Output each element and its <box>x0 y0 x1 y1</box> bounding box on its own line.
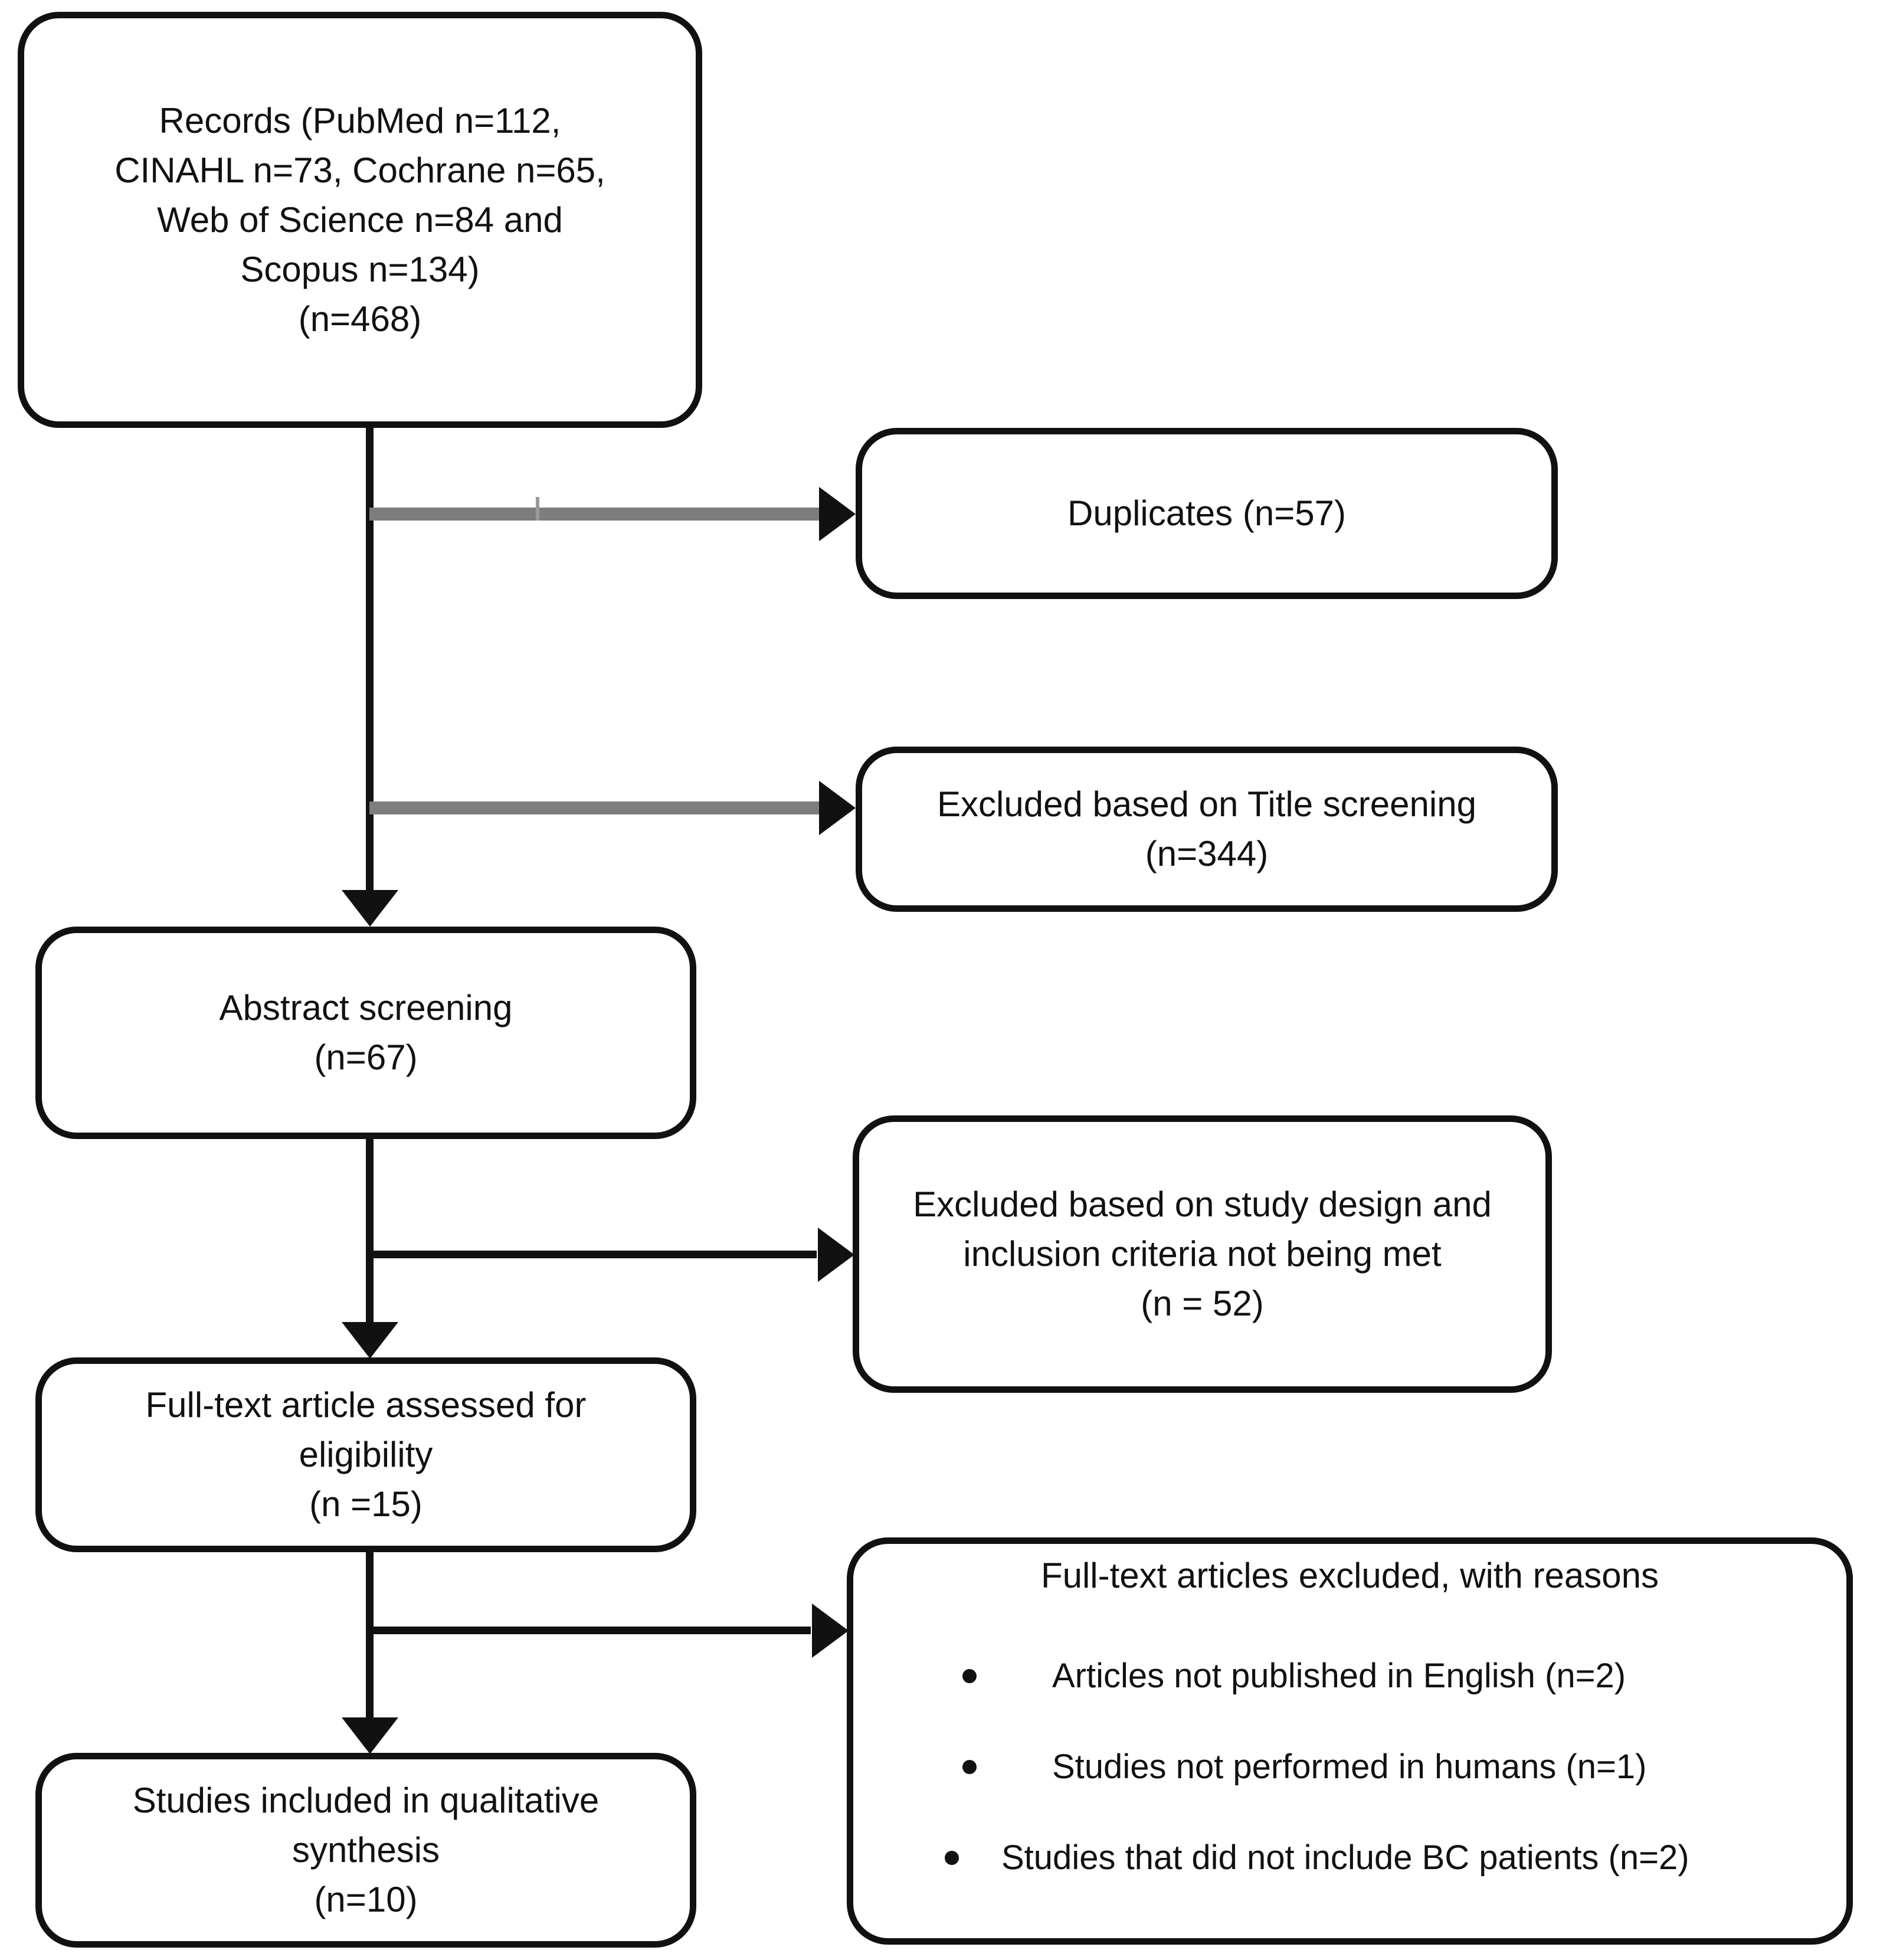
list-item: Studies that did not include BC patients… <box>945 1834 1689 1882</box>
connector-abstract-to-fulltext <box>366 1139 374 1325</box>
fulltext-excluded-bullet-list: Articles not published in English (n=2) … <box>853 1653 1846 1882</box>
arrow-to-fulltext-excluded <box>369 1627 811 1634</box>
fulltext-excluded-title: Full-text articles excluded, with reason… <box>1040 1556 1659 1595</box>
stray-tick-mark <box>536 497 539 521</box>
records-identified-box: Records (PubMed n=112, CINAHL n=73, Coch… <box>18 12 702 428</box>
included-box-line: (n=10) <box>314 1880 418 1919</box>
records-box-line: Records (PubMed n=112, <box>159 100 561 140</box>
title-excluded-box-line: (n=344) <box>1145 834 1269 873</box>
fulltext-box-line: Full-text article assessed for <box>145 1385 587 1425</box>
fulltext-box-line: (n =15) <box>309 1484 423 1524</box>
bullet-text: Studies not performed in humans (n=1) <box>1052 1748 1647 1786</box>
bullet-text: Studies that did not include BC patients… <box>1001 1838 1689 1877</box>
duplicates-box-line: Duplicates (n=57) <box>1067 493 1346 533</box>
arrowhead-right-icon <box>819 487 856 541</box>
arrow-to-design-excluded <box>369 1251 817 1258</box>
studies-included-box: Studies included in qualitative synthesi… <box>35 1753 696 1948</box>
abstract-screening-box: Abstract screening (n=67) <box>35 927 696 1139</box>
connector-records-to-abstract <box>366 428 374 894</box>
fulltext-box-line: eligibility <box>299 1435 433 1474</box>
fulltext-excluded-reasons-box: Full-text articles excluded, with reason… <box>847 1537 1853 1945</box>
list-item: Studies not performed in humans (n=1) <box>962 1743 1647 1791</box>
arrow-to-duplicates <box>369 508 820 521</box>
included-box-line: Studies included in qualitative <box>132 1781 600 1820</box>
arrowhead-right-icon <box>818 1228 854 1282</box>
records-box-line: Scopus n=134) <box>240 249 480 289</box>
fulltext-assessed-box: Full-text article assessed for eligibili… <box>35 1357 696 1552</box>
list-item: Articles not published in English (n=2) <box>962 1653 1626 1700</box>
records-box-line: Web of Science n=84 and <box>157 199 563 240</box>
included-box-line: synthesis <box>292 1830 440 1870</box>
records-box-line: CINAHL n=73, Cochrane n=65, <box>114 150 605 190</box>
arrowhead-down-icon <box>342 1322 398 1359</box>
title-excluded-box-line: Excluded based on Title screening <box>937 784 1476 824</box>
records-box-line: (n=468) <box>298 299 422 339</box>
study-design-excluded-box: Excluded based on study design and inclu… <box>853 1115 1552 1393</box>
bullet-dot-icon <box>945 1851 959 1865</box>
abstract-box-line: (n=67) <box>314 1038 418 1077</box>
bullet-dot-icon <box>962 1760 977 1774</box>
abstract-box-line: Abstract screening <box>219 988 513 1028</box>
design-excluded-box-line: Excluded based on study design and <box>913 1184 1492 1224</box>
bullet-text: Articles not published in English (n=2) <box>1052 1657 1626 1695</box>
connector-fulltext-to-included <box>366 1552 374 1720</box>
duplicates-removed-box: Duplicates (n=57) <box>856 428 1558 599</box>
design-excluded-box-line: inclusion criteria not being met <box>963 1234 1442 1274</box>
arrowhead-right-icon <box>819 781 856 835</box>
title-screening-excluded-box: Excluded based on Title screening (n=344… <box>856 747 1558 912</box>
arrowhead-right-icon <box>812 1604 849 1658</box>
arrow-to-title-excluded <box>369 801 820 814</box>
arrowhead-down-icon <box>342 1717 398 1754</box>
design-excluded-box-line: (n = 52) <box>1141 1284 1264 1323</box>
bullet-dot-icon <box>962 1669 977 1683</box>
arrowhead-down-icon <box>342 890 398 927</box>
